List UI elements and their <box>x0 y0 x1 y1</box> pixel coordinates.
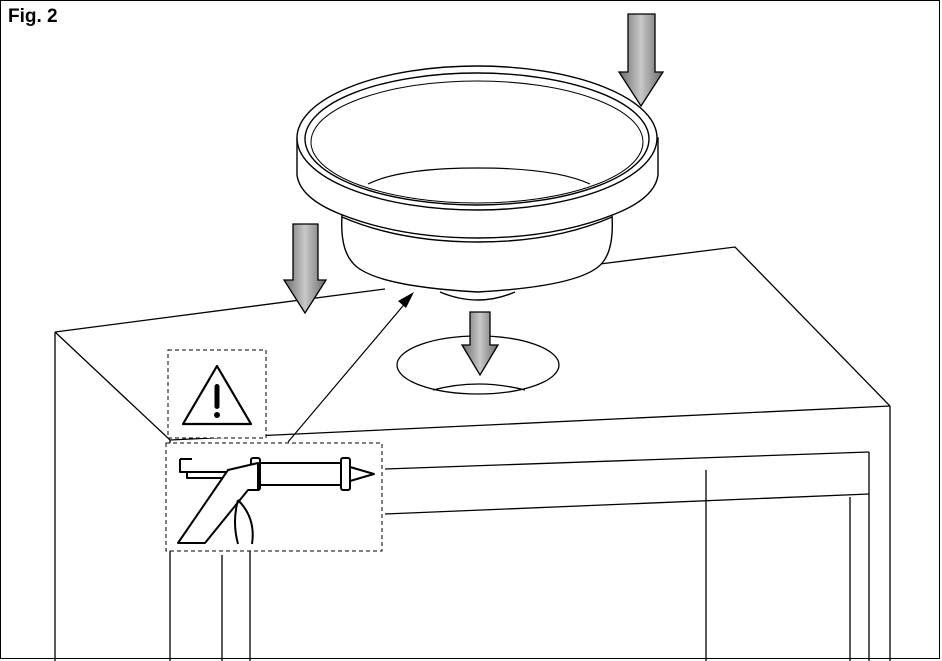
basin <box>296 65 659 301</box>
sealant-box <box>165 442 383 552</box>
sealant-pointer-line <box>287 292 414 443</box>
caulking-gun-icon <box>177 457 375 545</box>
figure-label: Fig. 2 <box>8 6 58 27</box>
countertop-back-left-edge <box>54 288 386 333</box>
down-arrow-icon <box>282 223 328 315</box>
cabinet <box>54 246 891 661</box>
countertop-back-right-edge <box>599 246 891 407</box>
warning-box <box>167 349 267 439</box>
warning-icon <box>181 364 253 426</box>
down-arrow-icon <box>460 311 500 377</box>
down-arrow-icon <box>617 13 665 108</box>
